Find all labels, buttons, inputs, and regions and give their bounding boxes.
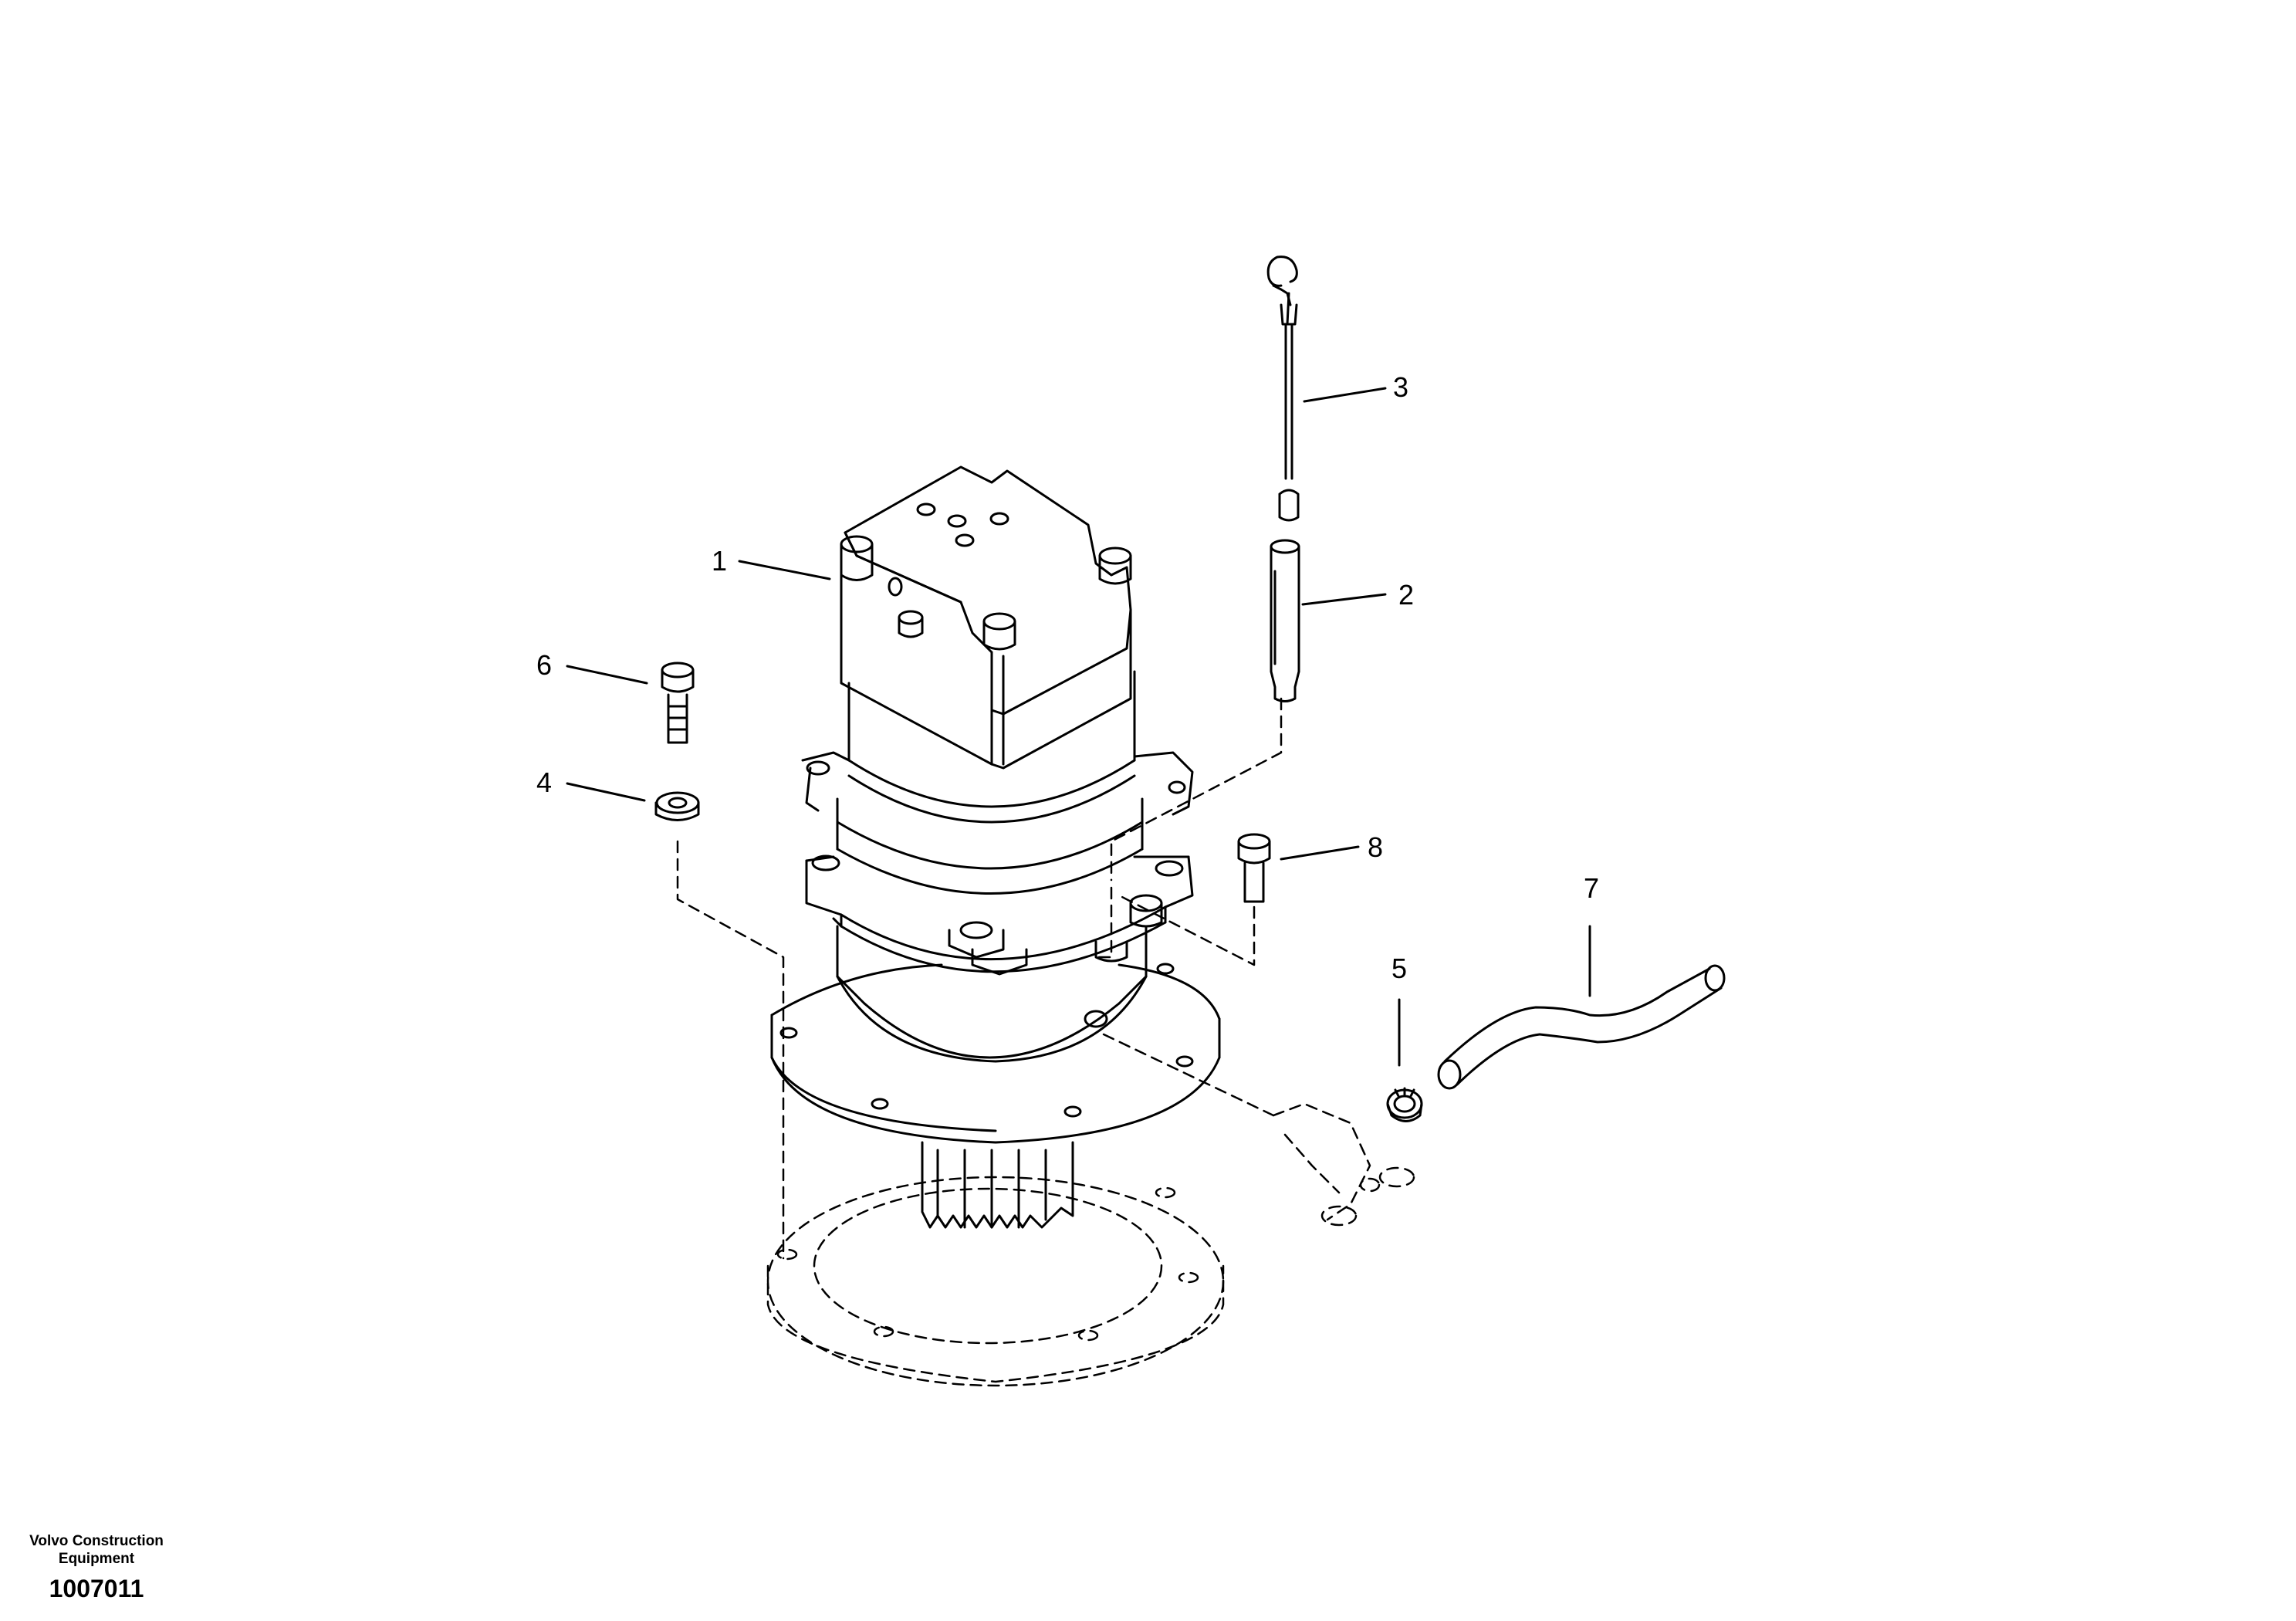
callout-8: 8 <box>1368 831 1383 863</box>
callout-4: 4 <box>536 767 552 798</box>
callout-leaders <box>566 387 1591 1067</box>
brand-caption: Volvo Construction Equipment <box>0 1532 193 1568</box>
brand-line-2: Equipment <box>58 1551 135 1567</box>
brand-line-1: Volvo Construction <box>29 1533 164 1549</box>
pipe-2 <box>1270 539 1300 702</box>
callout-5: 5 <box>1391 953 1407 984</box>
callout-7: 7 <box>1584 872 1599 904</box>
document-number: 1007011 <box>49 1575 144 1602</box>
callout-6: 6 <box>536 649 552 681</box>
hose-clamp-5 <box>1386 1087 1423 1122</box>
bolt-8 <box>1237 833 1271 903</box>
callout-2: 2 <box>1398 579 1414 611</box>
assembly-guide-lines <box>676 697 1415 1387</box>
callout-3: 3 <box>1393 371 1408 403</box>
bolt-6 <box>661 662 695 744</box>
dipstick-3 <box>1266 256 1300 522</box>
swing-motor-housing <box>770 465 1221 1229</box>
hose-7 <box>1437 964 1726 1090</box>
washer-4 <box>654 791 700 821</box>
callout-1: 1 <box>712 545 727 577</box>
